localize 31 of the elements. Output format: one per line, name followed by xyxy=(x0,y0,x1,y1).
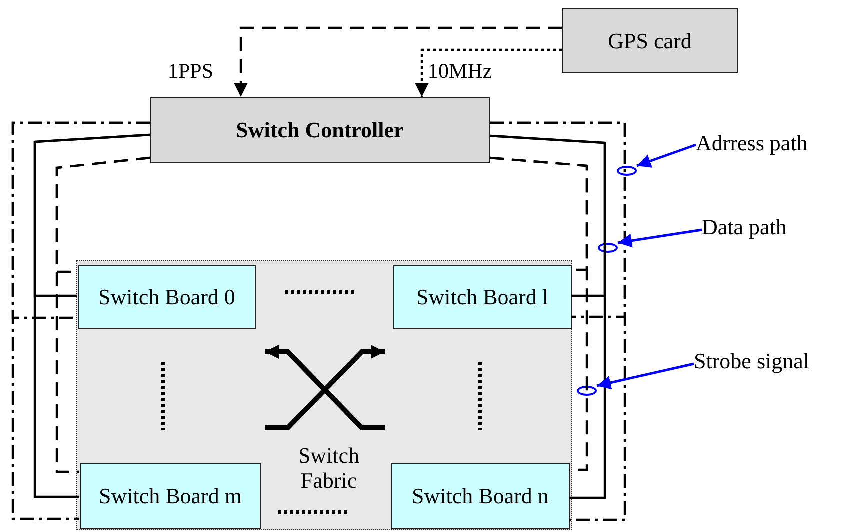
box-label: Switch Board n xyxy=(411,483,550,509)
callout-text: Data path xyxy=(702,214,788,240)
connector-line xyxy=(488,134,606,500)
ellipse-marker xyxy=(577,386,597,396)
ellipse-marker xyxy=(598,243,618,253)
controller-box xyxy=(150,97,490,163)
arrow xyxy=(415,48,562,97)
leader-line xyxy=(618,228,704,248)
leader-line xyxy=(596,362,696,390)
callout-text: Adrress path xyxy=(696,130,809,156)
connector-line xyxy=(34,134,152,498)
connector-line xyxy=(56,156,152,474)
connector-line xyxy=(488,156,588,472)
arrow xyxy=(234,26,562,97)
connector-line xyxy=(12,122,152,520)
box-label: Switch Board 0 xyxy=(98,284,236,310)
area-label: Switch Fabric xyxy=(297,443,361,494)
box-label: GPS card xyxy=(607,28,693,54)
box-label: Switch Controller xyxy=(235,117,405,143)
box-label: Switch Board m xyxy=(98,483,243,509)
box-label: Switch Board l xyxy=(416,284,550,310)
leader-line xyxy=(636,144,698,168)
ellipse-marker xyxy=(617,166,637,176)
connector-line xyxy=(488,122,626,522)
card-box xyxy=(562,8,738,73)
board-box xyxy=(80,463,261,529)
board-box xyxy=(391,463,570,529)
fabric-area xyxy=(76,260,572,530)
callout-text: Strobe signal xyxy=(694,348,810,374)
board-box xyxy=(78,265,256,329)
board-box xyxy=(393,265,572,329)
